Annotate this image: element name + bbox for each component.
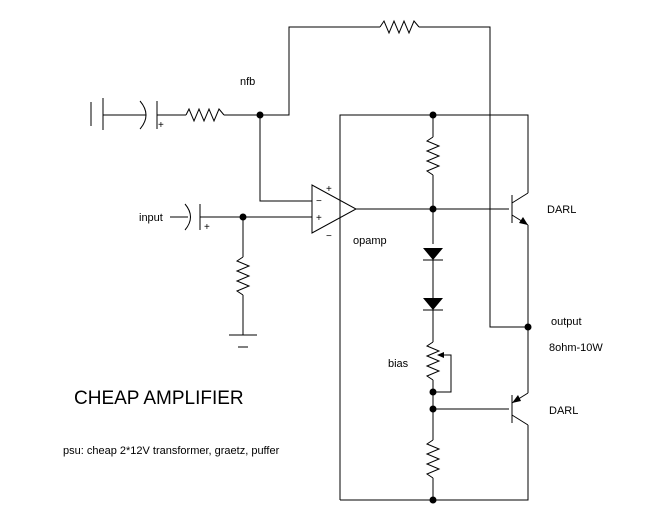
wire — [260, 26, 380, 116]
node-output — [524, 323, 532, 331]
lower-transistor-emitter-arrow — [512, 395, 521, 403]
input-stage: + input — [139, 203, 312, 348]
label-darl-bottom: DARL — [549, 405, 578, 417]
nfb-resistor-feedback — [379, 19, 420, 35]
lower-transistor-collector — [511, 414, 529, 426]
label-opamp: opamp — [353, 235, 387, 247]
output-stage: DARL DARL output 8ohm-10W — [511, 192, 603, 426]
diode-2 — [423, 298, 443, 310]
supply-rails — [339, 111, 529, 504]
input-resistor-to-ground — [235, 256, 251, 296]
input-capacitor-polarity: + — [204, 222, 210, 233]
resistor-bottom — [425, 439, 441, 479]
psu-note: psu: cheap 2*12V transformer, graetz, pu… — [63, 445, 280, 457]
opamp: + − + − opamp — [311, 184, 433, 247]
upper-transistor-emitter-arrow — [519, 217, 528, 225]
label-output: output — [551, 316, 582, 328]
rail-bottom — [340, 425, 529, 501]
nfb-capacitor-polarity: + — [158, 120, 164, 131]
label-input: input — [139, 212, 163, 224]
potentiometer-wiper-arrow — [437, 352, 444, 358]
opamp-minus-bottom: − — [326, 231, 332, 242]
potentiometer-wiper-wire — [433, 354, 452, 393]
opamp-plus-bottom: + — [316, 213, 322, 224]
opamp-triangle — [311, 184, 358, 234]
bias-potentiometer — [425, 341, 441, 381]
nfb-resistor-series — [185, 107, 225, 123]
wire-feedback-to-output — [419, 26, 528, 328]
label-darl-top: DARL — [547, 204, 576, 216]
label-load: 8ohm-10W — [549, 342, 603, 354]
opamp-minus-top: − — [316, 196, 322, 207]
feedback-network: + nfb — [90, 19, 528, 328]
diagram-title: CHEAP AMPLIFIER — [74, 388, 244, 409]
input-capacitor-curved-plate — [184, 203, 191, 231]
label-bias: bias — [388, 358, 409, 370]
diode-1 — [423, 248, 443, 260]
upper-transistor-collector — [511, 192, 529, 204]
bias-chain: bias — [388, 115, 509, 500]
nfb-capacitor-curved-plate — [139, 100, 147, 130]
opamp-plus-top: + — [326, 184, 332, 195]
resistor-top — [425, 136, 441, 176]
node-bias-wiper — [429, 388, 437, 396]
wire-to-opamp-minus — [259, 115, 312, 202]
label-nfb: nfb — [240, 76, 255, 88]
